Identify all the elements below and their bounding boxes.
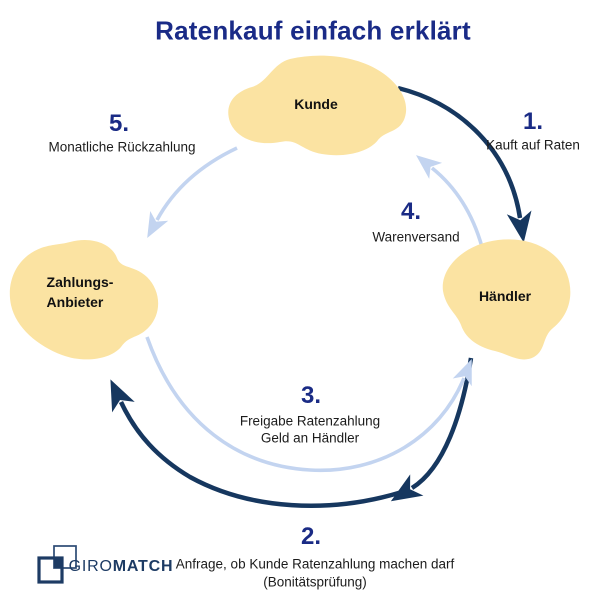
step3-number: 3.	[300, 382, 322, 409]
arrow-step1-kunde-to-haendler	[397, 85, 532, 243]
node-label-kunde: Kunde	[294, 96, 338, 112]
logo-match: MATCH	[112, 558, 174, 575]
step3-label-line2: Geld an Händler	[260, 430, 360, 446]
step5-number: 5.	[108, 110, 130, 137]
arrow-step2-haendler-to-zahlungsanbieter-b	[110, 379, 403, 508]
arrow-step4-haendler-to-kunde	[416, 155, 484, 248]
arrow-step2-haendler-to-zahlungsanbieter-a	[390, 357, 474, 502]
node-label-zahlungsanbieter-line2: Anbieter	[46, 294, 104, 310]
step5-label: Monatliche Rückzahlung	[48, 139, 196, 155]
step4-label: Warenversand	[372, 229, 460, 245]
giromatch-logo-icon	[37, 545, 77, 584]
logo-giro: GIRO	[68, 558, 113, 575]
node-label-haendler: Händler	[478, 288, 532, 304]
arrow-step5-kunde-to-zahlungsanbieter	[147, 146, 238, 239]
step1-label: Kauft auf Raten	[486, 137, 580, 153]
step2-number: 2.	[300, 523, 322, 550]
page-title: Ratenkauf einfach erklärt	[155, 15, 471, 46]
step2-label-line2: (Bonitätsprüfung)	[263, 574, 367, 590]
node-label-zahlungsanbieter: Zahlungs- Anbieter	[47, 272, 114, 312]
giromatch-logo-wordmark: GIROMATCH	[69, 558, 174, 576]
blob-zahlungsanbieter	[9, 239, 159, 360]
blob-kunde	[228, 55, 407, 156]
blob-haendler	[442, 239, 571, 360]
step1-number: 1.	[522, 108, 544, 135]
step3-label-line1: Freigabe Ratenzahlung	[239, 413, 381, 429]
node-label-zahlungsanbieter-line1: Zahlungs-	[46, 274, 114, 290]
step2-label-line1: Anfrage, ob Kunde Ratenzahlung machen da…	[175, 556, 455, 572]
arrow-step3-zahlungsanbieter-to-haendler	[145, 336, 472, 473]
step4-number: 4.	[400, 198, 422, 225]
